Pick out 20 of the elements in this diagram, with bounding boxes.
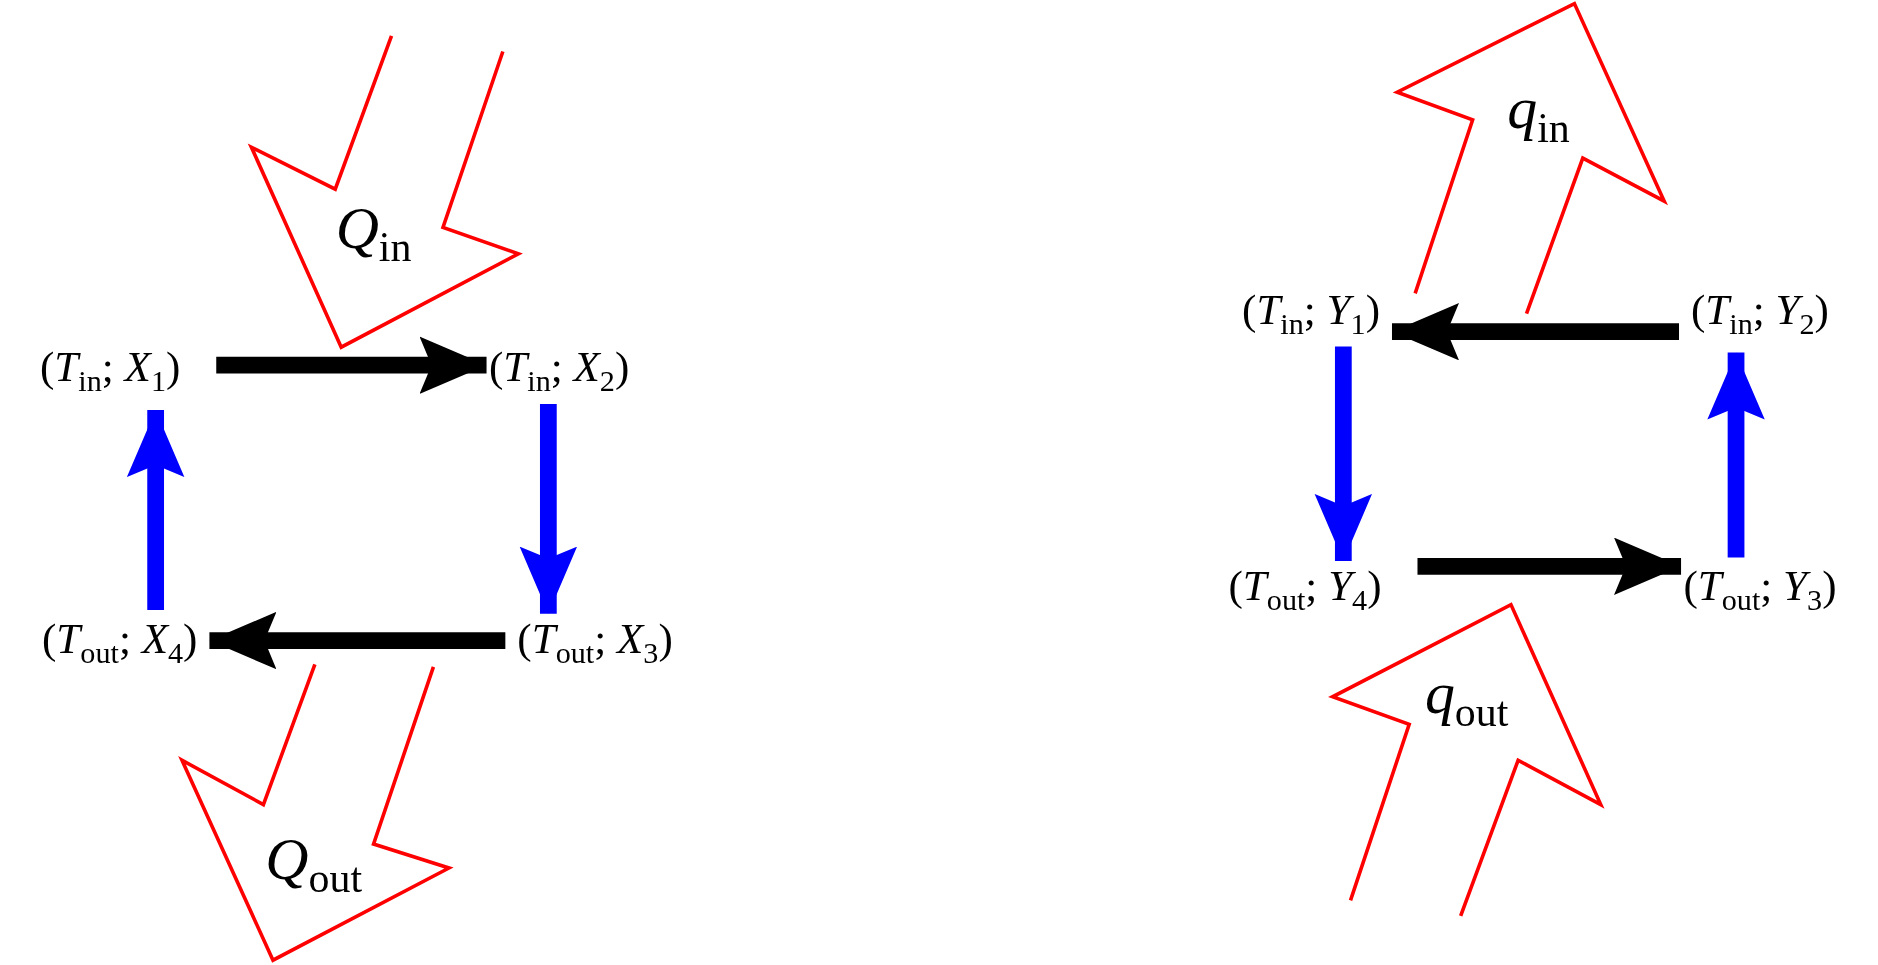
arrow [519, 404, 578, 614]
heat-label: Q$_{out}$ [265, 826, 363, 903]
arrow [1314, 346, 1373, 561]
heat-label: q$_{out}$ [1424, 660, 1509, 736]
state-label: (T$_{in}$; X$_{2}$) [488, 344, 630, 399]
state-label: (T$_{in}$; Y$_{2}$) [1691, 286, 1829, 341]
heat-label: q$_{in}$ [1507, 75, 1570, 152]
heat-label: Q$_{in}$ [335, 195, 412, 272]
arrow [126, 410, 185, 611]
arrow [1417, 537, 1682, 596]
state-label: (T$_{out}$; X$_{4}$) [42, 616, 198, 670]
arrow [216, 336, 487, 394]
arrow [1707, 352, 1765, 558]
state-label: (T$_{in}$; Y$_{1}$) [1242, 286, 1380, 341]
state-label: (T$_{in}$; X$_{1}$) [39, 344, 181, 399]
arrow [1392, 302, 1679, 361]
state-label: (T$_{out}$; X$_{3}$) [517, 616, 673, 670]
state-label: (T$_{out}$; Y$_{4}$) [1228, 563, 1382, 618]
state-label: (T$_{out}$; Y$_{3}$) [1683, 563, 1837, 618]
arrow [209, 611, 506, 670]
